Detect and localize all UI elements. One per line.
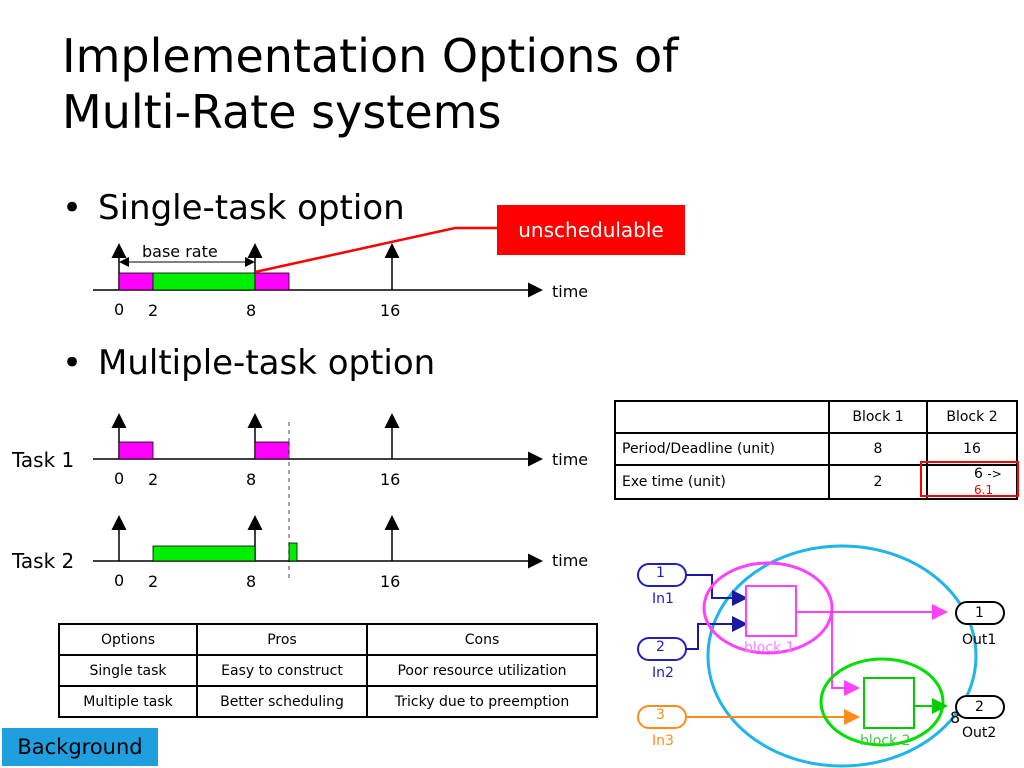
table-row: Period/Deadline (unit) 8 16 [614,432,1018,466]
table-header-cell: Options [58,623,198,656]
exec-block-1-b [254,272,290,291]
table-cell: Tricky due to preemption [366,685,598,718]
table-cell: Period/Deadline (unit) [614,432,830,466]
task1-exec-a [118,441,154,460]
out2-label: Out2 [962,725,997,741]
table-cell: Multiple task [58,685,198,718]
exec-block-1-a [118,272,154,291]
tick-label: 2 [148,301,159,320]
task2-exec-a [152,545,256,562]
wire-in2 [686,616,748,650]
table-cell: Easy to construct [196,654,368,687]
tick-label: 8 [246,301,257,320]
out1-port [955,601,1005,625]
table-cell: 8 [828,432,928,466]
out2-port [955,695,1005,719]
unschedulable-pointer [254,226,497,274]
task2-exec-b [288,542,298,562]
block1-label: block 1 [744,640,795,656]
options-table: Options Pros Cons Single task Easy to co… [58,623,598,718]
bullet-single-task-text: Single-task option [98,188,405,228]
table-cell: 2 [828,464,928,500]
tick-label: 0 [114,300,125,319]
wire-block1-block2 [826,611,860,696]
table-header-cell: Pros [196,623,368,656]
block-params-table: Block 1 Block 2 Period/Deadline (unit) 8… [614,400,1018,500]
bullet-multiple-task: • Multiple-task option [62,343,435,383]
exe-time-value: 6 [974,466,983,482]
table-header-row: Options Pros Cons [58,623,598,656]
out1-label: Out1 [962,632,997,648]
tick-label: 2 [148,572,159,591]
table-cell: 16 [926,432,1018,466]
block1 [745,585,797,637]
bullet-single-task: • Single-task option [62,188,405,228]
table-header-cell: Block 1 [828,400,928,434]
change-arrow: -> [987,467,1002,481]
title-line-2: Multi-Rate systems [62,85,502,139]
block2 [863,677,915,729]
block1-circle [702,561,834,655]
time-label: time [552,450,589,469]
tick-label: 8 [246,470,257,489]
tick-label: 2 [148,470,159,489]
table-cell: Poor resource utilization [366,654,598,687]
task1-timeline [93,413,543,467]
table-row: Multiple task Better scheduling Tricky d… [58,685,598,718]
table-header-cell: Cons [366,623,598,656]
multitask-circle [706,544,978,768]
page-number: 8 [950,708,961,727]
out2-number: 2 [975,699,984,715]
table-cell: Single task [58,654,198,687]
block2-label: block 2 [860,733,911,749]
exe-time-highlight-box [920,461,1019,497]
in3-label: In3 [652,733,674,749]
table-header-cell [614,400,830,434]
tick-label: 16 [380,470,401,489]
in3-number: 3 [656,707,665,723]
tick-label: 16 [380,572,401,591]
in1-number: 1 [656,565,665,581]
bullet-dot: • [62,188,83,228]
slide-title: Implementation Options of Multi-Rate sys… [62,28,678,140]
table-row: Exe time (unit) 2 6 -> 6.1 [614,464,1018,500]
in2-number: 2 [656,639,665,655]
block-diagram [637,544,1005,768]
in2-label: In2 [652,665,674,681]
tick-label: 8 [246,572,257,591]
bullet-multiple-task-text: Multiple-task option [98,343,436,383]
table-cell: 6 -> 6.1 [926,464,1018,500]
tick-label: 0 [114,469,125,488]
time-label: time [552,551,589,570]
task2-timeline [93,515,543,569]
unschedulable-callout: unschedulable [497,205,685,255]
task1-label: Task 1 [12,448,75,472]
change-value: 6.1 [974,483,994,497]
table-header-row: Block 1 Block 2 [614,400,1018,434]
table-header-cell: Block 2 [926,400,1018,434]
table-cell: Better scheduling [196,685,368,718]
tick-label: 0 [114,571,125,590]
background-button[interactable]: Background [2,728,158,766]
task1-exec-b [254,441,290,460]
single-task-timeline [93,226,543,298]
task2-label: Task 2 [12,549,75,573]
exec-block-2 [152,272,256,291]
time-label: time [552,282,589,301]
in1-label: In1 [652,591,674,607]
table-cell: Exe time (unit) [614,464,830,500]
out1-number: 1 [975,605,984,621]
title-line-1: Implementation Options of [62,29,679,83]
table-row: Single task Easy to construct Poor resou… [58,654,598,687]
bullet-dot: • [62,343,83,383]
tick-label: 16 [380,301,401,320]
base-rate-label: base rate [142,242,218,261]
